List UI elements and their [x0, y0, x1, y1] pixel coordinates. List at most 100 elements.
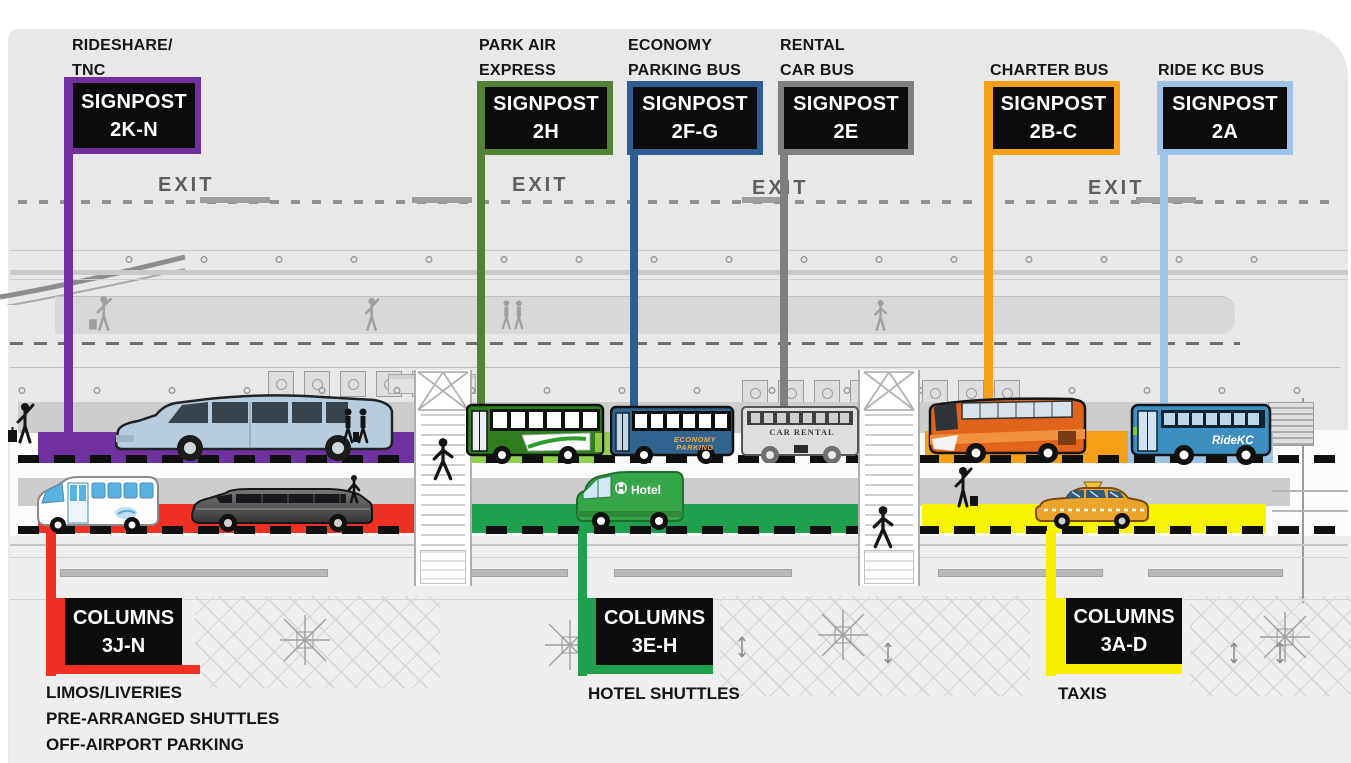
exit-line-mark [412, 197, 472, 203]
apron-line-b [10, 557, 1348, 558]
right-line-b [1272, 510, 1348, 512]
pedestrian-waving-luggage-icon [8, 403, 35, 444]
column-marker [280, 615, 330, 665]
columns-3jn: COLUMNS 3J-N [56, 598, 182, 674]
walkway-dashed-line [10, 342, 1240, 345]
category-label-rental: RENTAL CAR BUS [780, 37, 855, 79]
hotel-shuttle-van [576, 471, 684, 530]
pedestrian-faded-icon [364, 297, 380, 331]
apron-wall [1148, 569, 1283, 577]
pedestrian-hailing-icon [954, 467, 978, 508]
exit-line-mark [200, 197, 270, 203]
crosswalk-ladder [421, 414, 465, 546]
signpost-line-2kn [64, 152, 73, 448]
rideshare-suv [114, 394, 394, 461]
dimension-arrow-decor [1230, 642, 1238, 664]
pedestrian-faded-pair-icon [501, 300, 524, 330]
pedestrian-faded-icon [89, 295, 112, 331]
signpost-2bc: SIGNPOST 2B-C [984, 81, 1120, 155]
category-label-economy: ECONOMY PARKING BUS [628, 37, 742, 79]
exit-label-4: EXIT [1088, 177, 1145, 199]
stretch-limo [190, 488, 373, 532]
rental-bus-label: CAR RENTAL [769, 427, 835, 437]
category-label-ridekc: RIDE KC BUS [1158, 62, 1265, 79]
crosswalk-tower-right [858, 370, 920, 586]
category-label-rideshare: RIDESHARE/ TNC [72, 37, 173, 79]
apron-line-a [10, 544, 1348, 546]
lane-divider-upper [18, 455, 1345, 463]
truss-brace-decor [417, 371, 469, 411]
dimension-arrow-decor [1276, 642, 1284, 664]
column-marker [1260, 612, 1310, 662]
caption-taxis: TAXIS [1058, 684, 1107, 703]
signpost-2h: SIGNPOST 2H [477, 81, 613, 155]
signpost-2fg: SIGNPOST 2F-G [627, 81, 763, 155]
columns-line-3ad [1046, 531, 1056, 676]
pedestrian-pair-icon [342, 408, 369, 444]
signpost-2kn: SIGNPOST 2K-N [64, 77, 201, 154]
rental-car-bus [741, 406, 859, 463]
caption-hotel-shuttles: HOTEL SHUTTLES [588, 684, 740, 703]
columns-3eh: COLUMNS 3E-H [587, 598, 713, 674]
signpost-line-2fg [630, 153, 638, 411]
columns-line-3eh [578, 531, 587, 676]
crosswalk-walker-icon [872, 506, 894, 549]
dimension-arrow-decor [884, 642, 892, 664]
kiosk-box [742, 380, 768, 406]
column-marker [818, 610, 868, 660]
economy-bus-label: ECONOMY PARKING [673, 435, 717, 452]
ridekc-bus [1130, 403, 1272, 465]
crosswalk-walker-icon [432, 438, 454, 481]
category-label-park-air: PARK AIR EXPRESS [479, 37, 557, 79]
columns-3jn-underline [182, 665, 200, 674]
chauffeur-icon [347, 475, 361, 504]
kiosk-box [814, 380, 840, 406]
taxi-cab [1035, 481, 1149, 529]
apron-hatch [195, 596, 440, 688]
apron-wall [468, 569, 568, 577]
charter-bus [928, 397, 1087, 463]
lane-divider-lower [18, 526, 1345, 534]
columns-line-3jn [46, 530, 56, 676]
signpost-2a: SIGNPOST 2A [1157, 81, 1293, 155]
caption-limos: LIMOS/LIVERIES PRE-ARRANGED SHUTTLES OFF… [46, 683, 280, 754]
pedestrian-faded-icon [874, 299, 888, 331]
kiosk-box [922, 380, 948, 406]
pre-arranged-shuttle-bus [37, 476, 159, 533]
facade-line [10, 250, 1348, 251]
signpost-2e: SIGNPOST 2E [778, 81, 914, 155]
exit-dashed-line [18, 200, 1333, 204]
hotel-van-label: Hotel [631, 483, 661, 497]
economy-parking-bus [610, 405, 735, 464]
canopy-bar [10, 270, 1348, 275]
ridekc-bus-label: RideKC [1212, 435, 1254, 447]
apron-wall [60, 569, 328, 577]
columns-3ad: COLUMNS 3A-D [1056, 598, 1182, 674]
right-stair-decor [1268, 402, 1314, 446]
stair-lower-decor [420, 550, 466, 584]
signpost-line-2e [780, 153, 788, 409]
right-line-a [1272, 490, 1348, 492]
facade-fixture-row [125, 255, 1290, 264]
exit-label-3: EXIT [752, 178, 808, 198]
signpost-line-2h [477, 153, 485, 415]
signpost-line-2a [1160, 153, 1168, 415]
park-air-express-bus [466, 403, 605, 464]
apron-wall [614, 569, 792, 577]
signpost-line-2bc [984, 153, 993, 431]
apron-wall [938, 569, 1103, 577]
apron-hatch [720, 596, 1030, 696]
exit-label-2: EXIT [512, 174, 569, 196]
column-fixture-row [18, 386, 1328, 395]
terminal-edge-line [10, 367, 1340, 368]
dimension-arrow-decor [738, 636, 746, 658]
crosswalk-tower-left [414, 370, 472, 586]
category-label-charter: CHARTER BUS [990, 62, 1109, 79]
exit-label-1: EXIT [158, 174, 215, 196]
truss-brace-decor [863, 371, 915, 411]
stair-lower-decor [864, 550, 914, 584]
canopy-line [10, 279, 1348, 280]
exit-line-mark [742, 197, 782, 203]
right-structure-line [1302, 398, 1304, 603]
